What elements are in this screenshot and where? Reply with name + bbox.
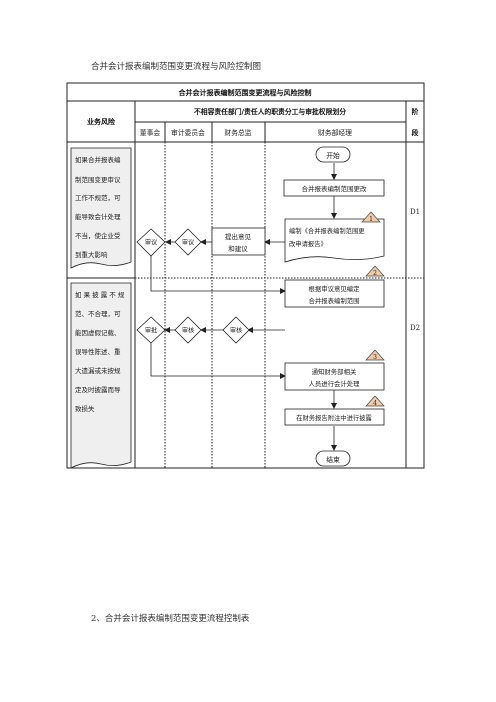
control-marker-4: 4: [365, 395, 385, 407]
cfo-suggest-box: [211, 227, 266, 256]
audit-review-diamond: [174, 228, 202, 256]
stage-header-char-2: 段: [412, 128, 419, 137]
notify-staff-line-2: 人员进行会计处理: [308, 379, 360, 388]
end-label: 结束: [326, 455, 340, 464]
control-marker-1: 1: [361, 211, 381, 223]
table-frame: [66, 82, 425, 469]
determine-scope-line-1: 根据审议意见编定: [308, 284, 360, 293]
board-approve-diamond: [136, 316, 166, 344]
risk-2-line-1: 如 果 披 露 不 规: [75, 290, 125, 299]
board-approve-label: 审批: [145, 327, 157, 335]
audit-review-label: 审议: [182, 239, 195, 247]
board-review-diamond: [136, 228, 166, 257]
responsibility-header: 不相容责任部门/责任人的职责分工与审批权限划分: [194, 107, 346, 116]
control-marker-3: 3: [365, 349, 385, 361]
stage-d2: D2: [410, 324, 420, 332]
column-finance-manager: 财务部经理: [318, 128, 352, 137]
stage-header-char-1: 阶: [412, 107, 420, 116]
cfo-suggest-line-2: 和建议: [228, 244, 248, 253]
svg-text:4: 4: [373, 400, 377, 407]
risk-2-line-5: 大遗漏或未按规: [75, 366, 121, 375]
control-marker-2: 2: [365, 265, 385, 277]
risk-1-line-6: 到重大影响: [75, 250, 108, 259]
document-title: 合并会计报表编制范围变更流程与风险控制图: [91, 62, 262, 72]
risk-1-line-2: 制范围变更审议: [75, 175, 121, 184]
column-audit-committee: 审计委员会: [171, 128, 205, 137]
risk-1-line-3: 工作不规范，可: [75, 193, 121, 202]
column-board: 董事会: [140, 128, 161, 137]
stage-d1: D1: [410, 208, 420, 216]
draft-report-doc: [284, 218, 385, 263]
risk-1-line-4: 能导致会计处理: [75, 212, 121, 221]
start-terminal: [315, 146, 351, 163]
column-cfo: 财务总监: [224, 128, 251, 137]
notify-staff-line-1: 通知财务部相关: [312, 367, 357, 376]
audit-check-label: 审核: [182, 327, 194, 335]
start-label: 开始: [326, 151, 340, 160]
cfo-check-label: 审核: [230, 327, 242, 335]
change-scope-label: 合并报表编制范围更改: [302, 184, 368, 193]
audit-check-diamond: [174, 316, 202, 344]
determine-scope-line-2: 合并报表编制范围: [308, 296, 359, 305]
risk-1-line-1: 如果合并报表编: [75, 155, 121, 164]
risk-2-line-2: 范、不合理，可: [75, 309, 121, 318]
risk-2-line-4: 误导性陈述、重: [75, 347, 121, 356]
risk-1-line-5: 不当，使企业受: [75, 231, 121, 240]
risk-2-line-3: 能因虚假记载、: [75, 328, 121, 337]
end-terminal: [315, 450, 351, 467]
table-title: 合并会计报表编制范围变更流程与风险控制: [178, 88, 312, 97]
cfo-suggest-line-1: 提出意见: [225, 232, 252, 241]
svg-text:3: 3: [373, 354, 377, 361]
risk-header: 业务风险: [87, 117, 116, 126]
notify-staff-box: [284, 362, 385, 391]
change-scope-box: [283, 179, 385, 197]
cfo-check-diamond: [222, 316, 250, 344]
disclose-label: 在财务报告附注中进行披露: [296, 413, 372, 422]
section-caption: 2、合并会计报表编制范围变更流程控制表: [91, 614, 250, 624]
svg-text:1: 1: [369, 216, 373, 223]
risk-box-2: [70, 282, 132, 469]
disclose-box: [284, 408, 385, 426]
risk-2-line-6: 定及时披露而导: [75, 385, 121, 394]
determine-scope-box: [284, 279, 385, 308]
risk-2-line-7: 致损失: [75, 404, 95, 413]
draft-report-line-2: 改申请报告》: [289, 239, 327, 248]
board-review-label: 审议: [145, 239, 158, 247]
draft-report-line-1: 编制《合并报表编制范围更: [289, 226, 365, 235]
risk-box-1: [70, 147, 132, 269]
svg-text:2: 2: [373, 270, 377, 277]
